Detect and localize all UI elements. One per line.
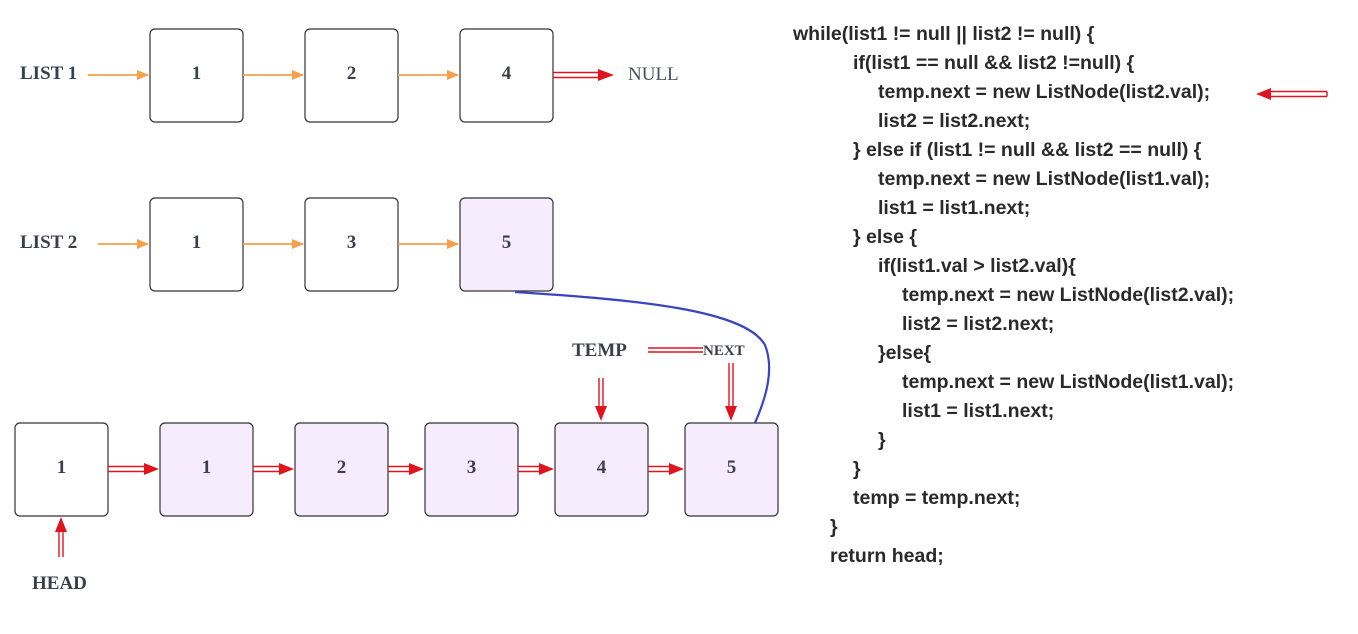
code-line: if(list1 == null && list2 !=null) { [853,52,1135,74]
temp-down-arrow [595,378,607,421]
merged-node-2-value: 1 [202,457,212,478]
merged-arrow-4 [518,463,554,475]
list2-node-1-value: 1 [192,232,202,253]
code-line: if(list1.val > list2.val){ [878,255,1076,277]
list1-node-1-value: 1 [192,63,202,84]
code-line: while(list1 != null || list2 != null) { [793,23,1095,45]
code-line: return head; [830,545,944,567]
merged-arrow-1 [108,463,159,475]
merged-node-4-value: 3 [467,457,477,478]
list2-node-3 [459,197,554,292]
code-line: list2 = list2.next; [878,110,1031,132]
list1-node-3 [459,28,554,123]
merged-arrow-2 [253,463,294,475]
list1-node-2-value: 2 [347,63,357,84]
code-line: temp = temp.next; [853,487,1021,509]
code-line: list2 = list2.next; [902,313,1055,335]
merged-node-1 [14,422,109,517]
code-line: list1 = list1.next; [878,197,1031,219]
merged-arrow-3 [388,463,424,475]
code-line: } [853,458,861,480]
code-line: } [830,516,838,538]
merged-node-6 [684,422,779,517]
code-line: } else if (list1 != null && list2 == nul… [853,139,1202,161]
merged-arrow-5 [648,463,684,475]
head-label: HEAD [32,573,87,594]
merged-node-5 [554,422,649,517]
list1-node-3-value: 4 [502,63,512,84]
merged-node-5-value: 4 [597,457,607,478]
code-line-highlighted: temp.next = new ListNode(list2.val); [878,81,1211,103]
merged-node-2 [159,422,254,517]
code-line: temp.next = new ListNode(list1.val); [878,168,1211,190]
code-highlight-arrow [1256,88,1328,100]
merged-node-4 [424,422,519,517]
temp-to-next-connector [648,347,703,353]
code-line: }else{ [878,342,932,364]
list2-node-2-value: 3 [347,232,357,253]
code-block: while(list1 != null || list2 != null) { … [793,20,1234,571]
list2-label: LIST 2 [20,232,77,253]
merged-node-1-value: 1 [57,457,67,478]
list1-label: LIST 1 [20,63,77,84]
code-line: } [878,429,886,451]
next-label: NEXT [703,343,745,359]
next-down-arrow [725,363,737,421]
temp-label: TEMP [572,340,627,361]
code-line: } else { [853,226,917,248]
merged-node-6-value: 5 [727,457,737,478]
head-up-arrow [55,517,67,557]
blue-link-curve [514,290,771,424]
code-line: list1 = list1.next; [902,400,1055,422]
code-line: temp.next = new ListNode(list1.val); [902,371,1235,393]
null-terminal: NULL [628,64,679,85]
merged-node-3-value: 2 [337,457,347,478]
arrow-list1-to-null [553,69,614,81]
list2-node-3-value: 5 [502,232,512,253]
merged-node-3 [294,422,389,517]
code-line: temp.next = new ListNode(list2.val); [902,284,1235,306]
